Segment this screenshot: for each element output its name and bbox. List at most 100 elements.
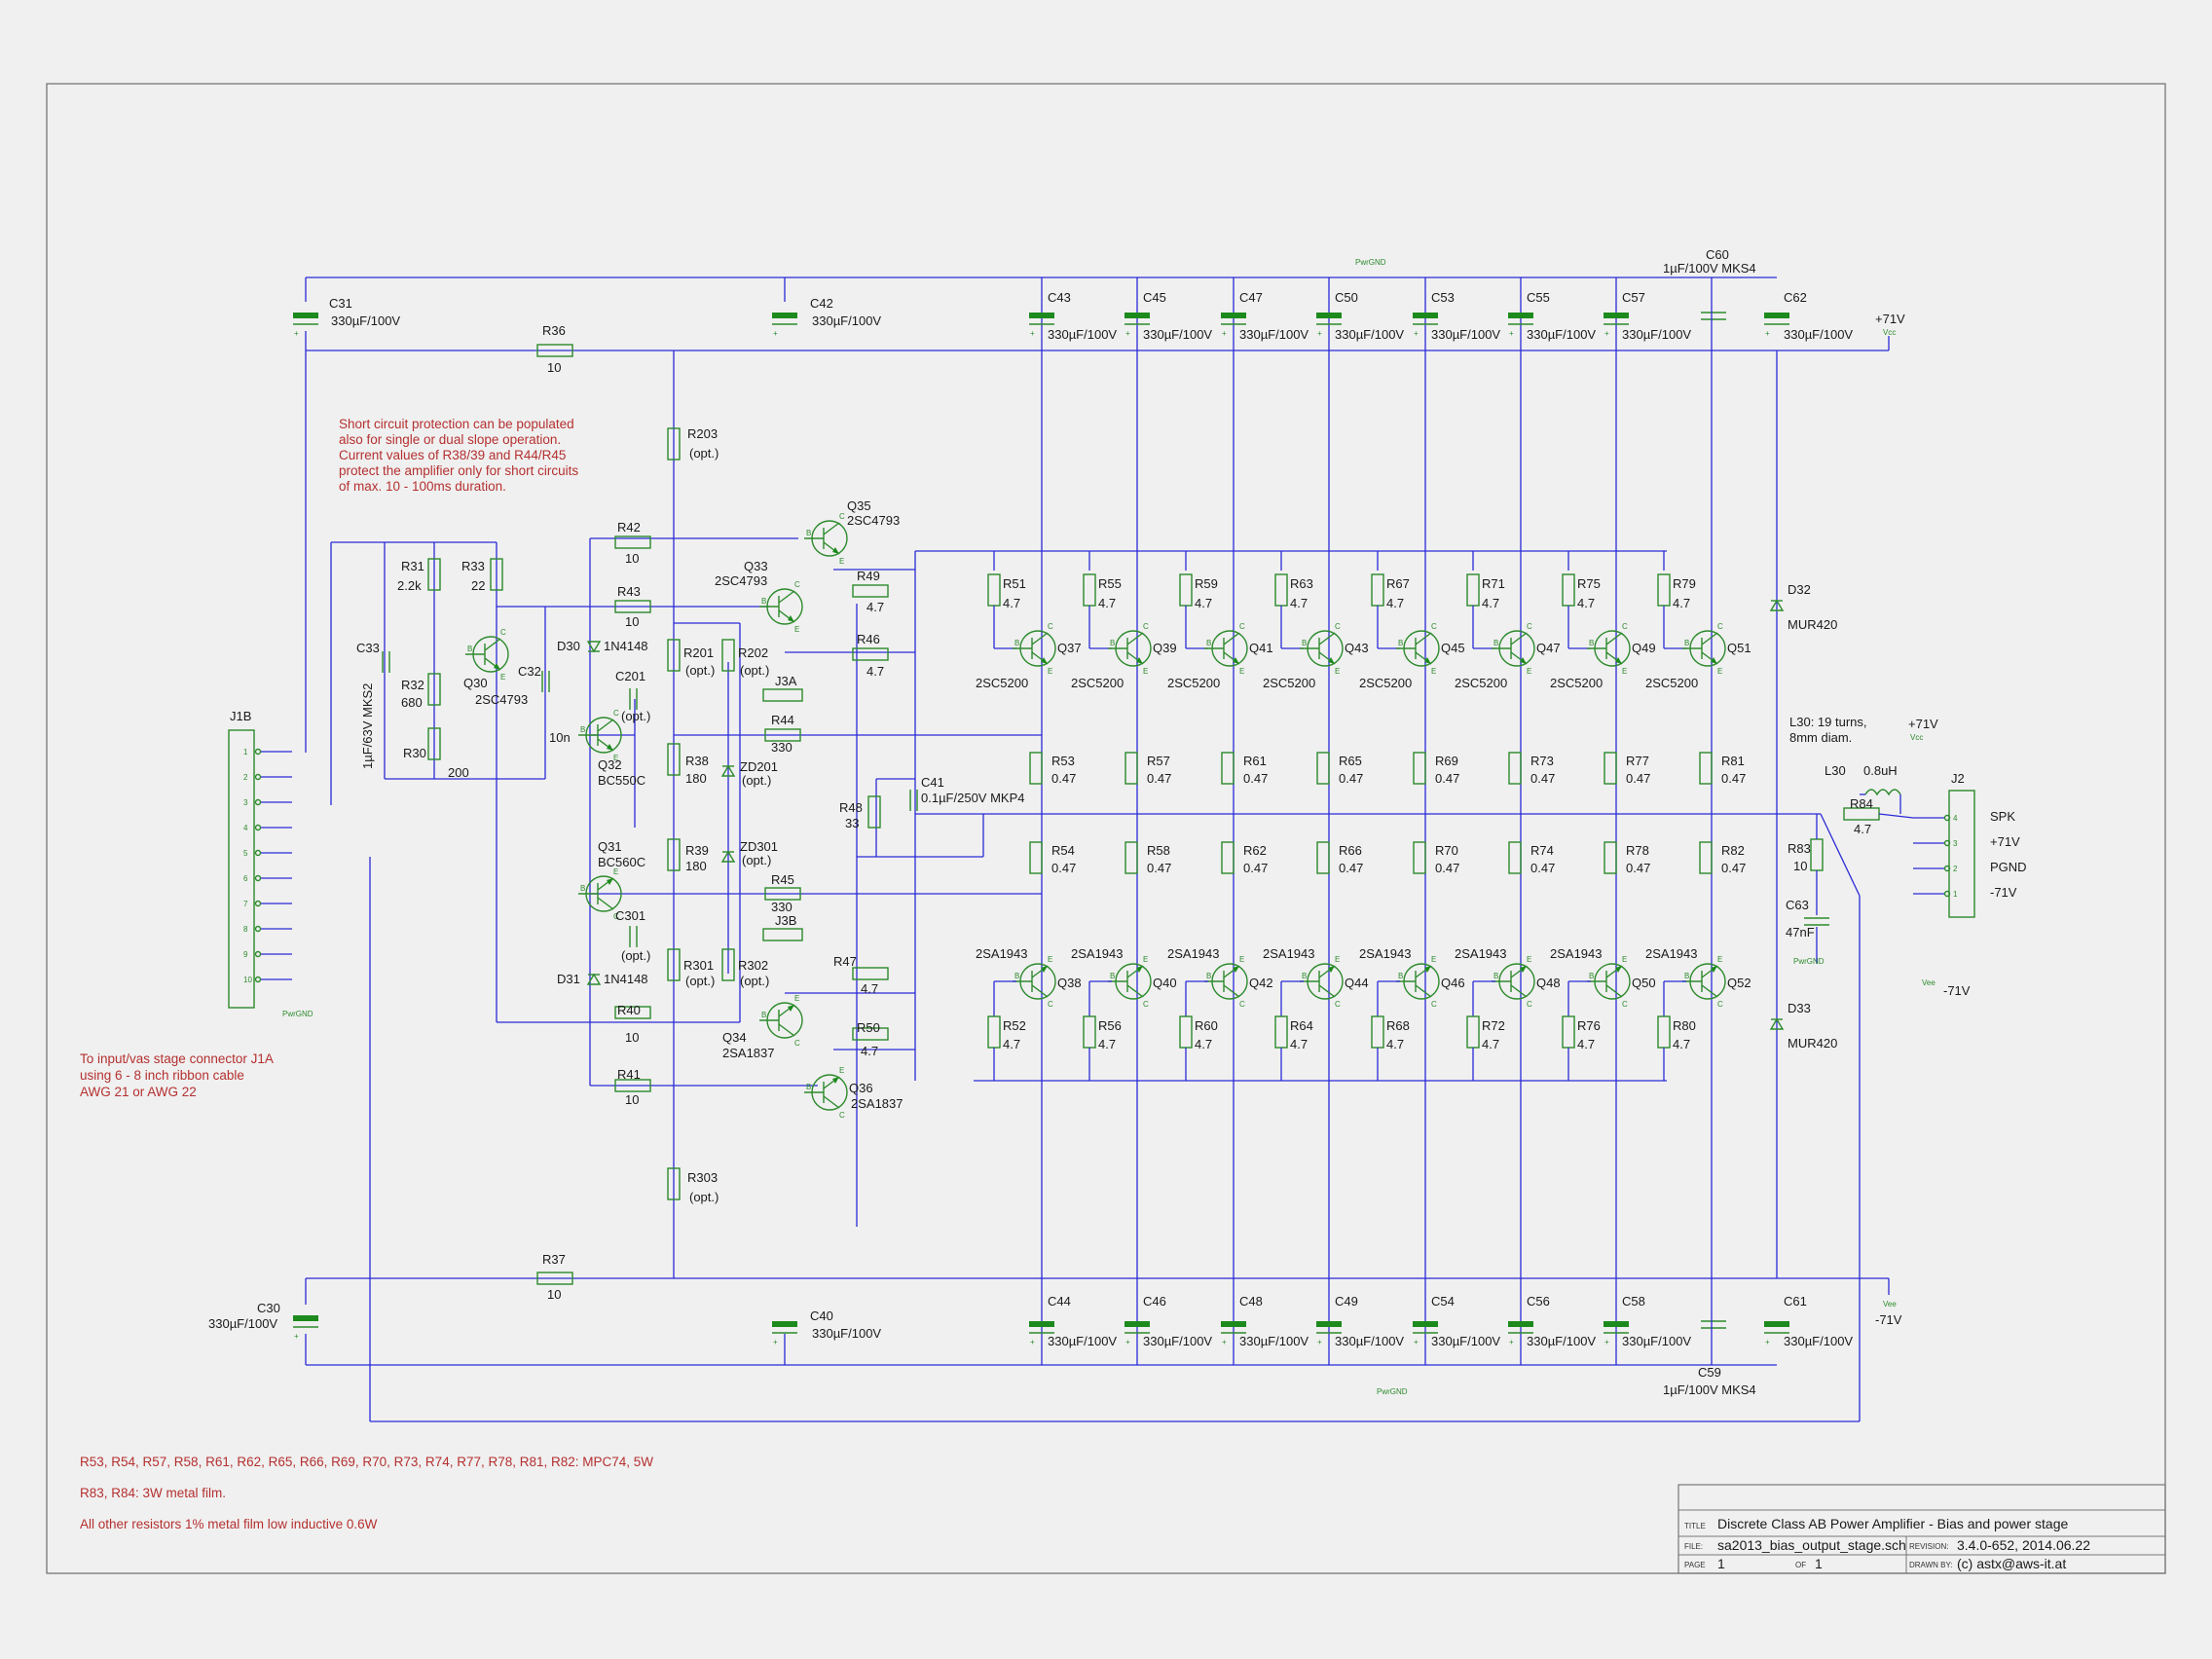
- value-C40: 330µF/100V: [812, 1326, 881, 1341]
- label-R203: R203: [687, 426, 718, 441]
- value-R36: 10: [547, 360, 561, 375]
- note-line-4: of max. 10 - 100ms duration.: [339, 479, 506, 494]
- value-R32: 680: [401, 695, 423, 710]
- value-R75: 4.7: [1577, 596, 1595, 610]
- value-R70: 0.47: [1435, 861, 1459, 875]
- svg-text:E: E: [613, 867, 618, 876]
- svg-text:B: B: [580, 884, 585, 893]
- label-C57: C57: [1622, 290, 1645, 305]
- svg-text:B: B: [1014, 639, 1019, 647]
- svg-text:C: C: [1431, 622, 1437, 631]
- value-C31: 330µF/100V: [331, 313, 400, 328]
- transistor-Q48: BCE: [1492, 955, 1535, 1009]
- label-C44: C44: [1048, 1294, 1071, 1309]
- capacitor-C201: [629, 688, 638, 710]
- value-ZD201: (opt.): [742, 773, 771, 788]
- transistor-Q49: BCE: [1587, 622, 1631, 676]
- svg-text:B: B: [467, 645, 472, 653]
- value-R57: 0.47: [1147, 771, 1171, 786]
- label-R39: R39: [685, 843, 709, 858]
- svg-text:+: +: [1509, 329, 1514, 338]
- value-R50: 4.7: [861, 1044, 878, 1058]
- transistor-Q47: BCE: [1492, 622, 1535, 676]
- svg-text:+71V: +71V: [1908, 717, 1938, 731]
- label-Q39: Q39: [1153, 641, 1177, 655]
- svg-text:E: E: [1622, 955, 1627, 964]
- svg-text:B: B: [1684, 972, 1689, 980]
- svg-text:E: E: [1431, 667, 1436, 676]
- value-C32: 10n: [549, 730, 571, 745]
- value-R72: 4.7: [1482, 1037, 1499, 1051]
- label-R50: R50: [857, 1020, 880, 1035]
- svg-text:+: +: [1030, 329, 1035, 338]
- value-R33: 22: [471, 578, 485, 593]
- value-C48: 330µF/100V: [1239, 1334, 1309, 1348]
- svg-text:E: E: [839, 1066, 844, 1075]
- label-C32: C32: [518, 664, 541, 679]
- drawn-by: (c) astx@aws-it.at: [1957, 1556, 2066, 1571]
- label-Q51: Q51: [1727, 641, 1751, 655]
- svg-text:C: C: [500, 628, 506, 637]
- value-R64: 4.7: [1290, 1037, 1308, 1051]
- svg-text:B: B: [1589, 972, 1594, 980]
- label-C56: C56: [1527, 1294, 1550, 1309]
- capacitor-C50: +: [1316, 313, 1342, 338]
- type-Q52: 2SA1943: [1645, 946, 1698, 961]
- svg-text:C: C: [839, 1111, 845, 1120]
- label-Q41: Q41: [1249, 641, 1273, 655]
- resistor-R49: [852, 584, 889, 598]
- resistor-R54: [1029, 841, 1043, 874]
- label-D32: D32: [1788, 582, 1811, 597]
- transistor-Q38: BCE: [1013, 955, 1056, 1009]
- svg-text:+: +: [1765, 1338, 1770, 1346]
- resistor-R42: [614, 535, 651, 549]
- label-C30: C30: [257, 1301, 280, 1315]
- label-C43: C43: [1048, 290, 1071, 305]
- resistor-R33: [490, 558, 503, 591]
- capacitor-C301: [629, 926, 638, 947]
- label-R303: R303: [687, 1170, 718, 1185]
- svg-text:B: B: [1493, 639, 1498, 647]
- j1b-pin-7: 7: [243, 900, 248, 908]
- label-R83: R83: [1788, 841, 1811, 856]
- title-block: TITLE Discrete Class AB Power Amplifier …: [1677, 1484, 2166, 1574]
- svg-text:E: E: [1048, 667, 1052, 676]
- capacitor-C43: +: [1029, 313, 1054, 338]
- transistor-Q37: BCE: [1013, 622, 1056, 676]
- note-conn-line-0: To input/vas stage connector J1A: [80, 1051, 274, 1066]
- transistor-Q50: BCE: [1587, 955, 1631, 1009]
- label-R72: R72: [1482, 1018, 1505, 1033]
- capacitor-C45: +: [1124, 313, 1150, 338]
- svg-text:PwrGND: PwrGND: [1793, 957, 1825, 966]
- resistor-R57: [1124, 752, 1138, 785]
- label-Q38: Q38: [1057, 976, 1082, 990]
- diode-D32: [1769, 599, 1785, 611]
- resistor-R201: [667, 639, 681, 672]
- bias-section: [330, 537, 1042, 1227]
- label-R56: R56: [1098, 1018, 1122, 1033]
- type-Q50: 2SA1943: [1550, 946, 1603, 961]
- note-res-line-0: R53, R54, R57, R58, R61, R62, R65, R66, …: [80, 1455, 653, 1469]
- label-C58: C58: [1622, 1294, 1645, 1309]
- type-Q45: 2SC5200: [1359, 676, 1412, 690]
- label-R45: R45: [771, 872, 794, 887]
- sheet-frame: [46, 83, 2166, 1574]
- value-R55: 4.7: [1098, 596, 1116, 610]
- svg-text:E: E: [1239, 667, 1244, 676]
- svg-text:J1B: J1B: [230, 709, 251, 723]
- value-R73: 0.47: [1530, 771, 1555, 786]
- j2-pin-2: 2: [1953, 865, 1958, 873]
- svg-text:-71V: -71V: [1943, 983, 1971, 998]
- value-D30: 1N4148: [604, 639, 648, 653]
- svg-text:B: B: [1398, 972, 1403, 980]
- label-R52: R52: [1003, 1018, 1026, 1033]
- label-Q50: Q50: [1632, 976, 1656, 990]
- capacitor-C62: +: [1764, 313, 1789, 338]
- svg-text:B: B: [1589, 639, 1594, 647]
- svg-text:+: +: [1604, 1338, 1609, 1346]
- label-Q42: Q42: [1249, 976, 1273, 990]
- value-Q31: BC560C: [598, 855, 645, 869]
- label-R69: R69: [1435, 754, 1458, 768]
- resistor-R45: [764, 887, 801, 901]
